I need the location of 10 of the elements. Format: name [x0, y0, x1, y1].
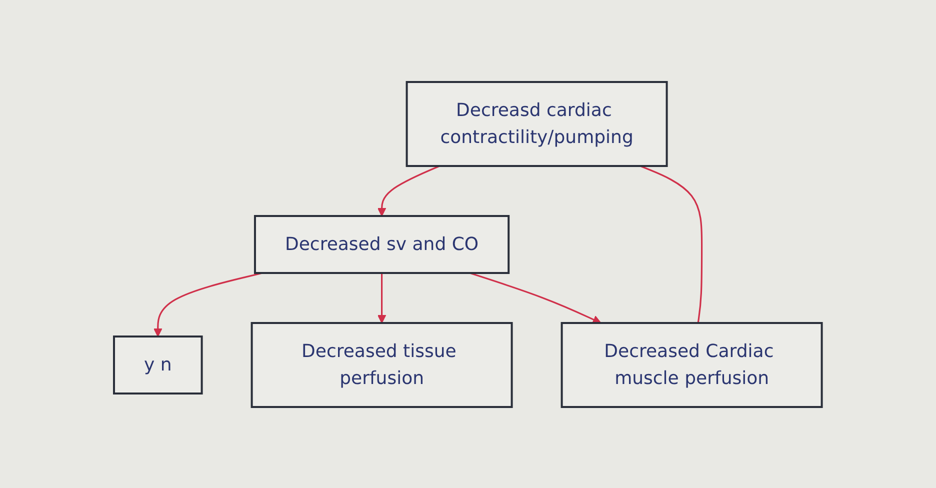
arrow: [154, 272, 263, 336]
connector: [640, 164, 703, 323]
arrow: [470, 272, 602, 324]
node-box: Decreasd cardiac contractility/pumping: [406, 80, 668, 166]
node-box: y n: [113, 335, 203, 394]
node-box: Decreased Cardiac muscle perfusion: [560, 322, 823, 408]
arrow: [378, 164, 440, 216]
node-box: Decreased sv and CO: [254, 214, 510, 274]
arrow: [378, 272, 386, 323]
node-box: Decreased tissue perfusion: [250, 322, 513, 408]
